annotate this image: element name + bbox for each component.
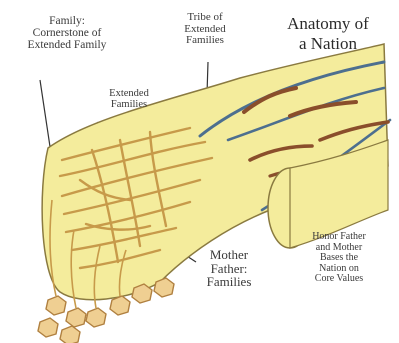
- label-mother-father-families: Mother Father: Families: [192, 248, 266, 289]
- label-extended-families: Extended Families: [96, 88, 162, 110]
- label-tribe: Tribe of Extended Families: [170, 12, 240, 47]
- label-family: Family: Cornerstone of Extended Family: [12, 15, 122, 51]
- label-honor-father-mother: Honor Father and Mother Bases the Nation…: [294, 232, 384, 285]
- diagram-title: Anatomy of a Nation: [262, 14, 394, 54]
